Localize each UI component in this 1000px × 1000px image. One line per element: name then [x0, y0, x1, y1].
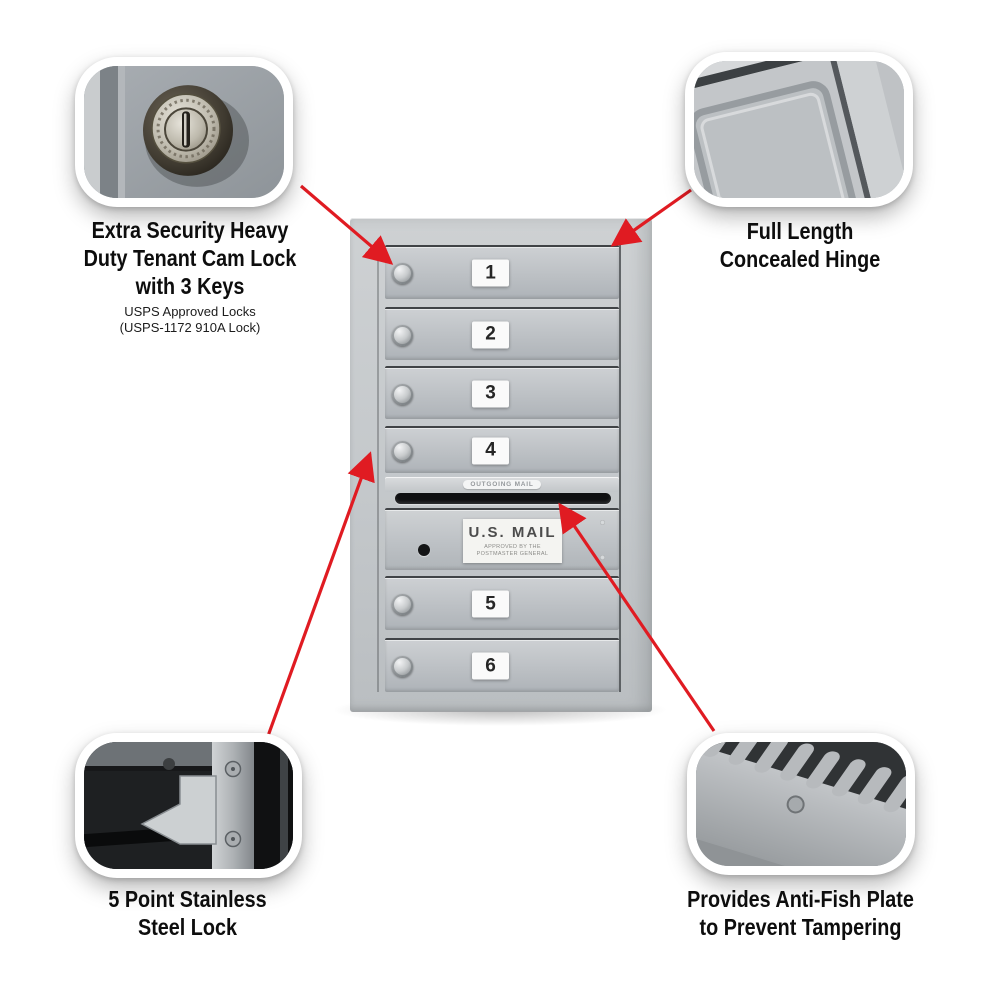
door-lock-icon [392, 440, 413, 462]
mailbox-door-6: 6 [385, 638, 619, 692]
callout-hinge-title: Full Length Concealed Hinge [675, 217, 924, 273]
door-number-label: 3 [472, 380, 509, 407]
callout-cam-lock-title: Extra Security Heavy Duty Tenant Cam Loc… [65, 216, 314, 300]
door-number-label: 2 [472, 321, 509, 348]
subtitle-line: (USPS-1172 910A Lock) [119, 320, 261, 335]
mailbox-door-1: 1 [385, 245, 619, 299]
mailbox-door-2: 2 [385, 307, 619, 360]
mailbox-door-5: 5 [385, 576, 619, 630]
callout-anti-fish-plate: Provides Anti-Fish Plate to Prevent Tamp… [628, 885, 973, 941]
anti-fish-plate-photo [687, 733, 915, 875]
outgoing-mail-slot [395, 493, 611, 504]
door-column: 1 2 3 4 OUTGOING MAIL U.S. MAIL [385, 245, 619, 692]
cam-lock-illustration [84, 66, 284, 198]
title-line: Full Length [746, 218, 854, 244]
callout-cam-lock-subtitle: USPS Approved Locks (USPS-1172 910A Lock… [45, 304, 335, 336]
callout-five-point-lock-title: 5 Point Stainless Steel Lock [61, 885, 315, 941]
placard-title: U.S. MAIL [468, 524, 557, 541]
door-lock-icon [392, 263, 413, 284]
screw-icon [600, 520, 605, 525]
door-lock-icon [392, 324, 413, 346]
title-line: with 3 Keys [135, 273, 245, 299]
title-line: Steel Lock [138, 914, 237, 940]
callout-anti-fish-plate-title: Provides Anti-Fish Plate to Prevent Tamp… [652, 885, 949, 941]
door-number-label: 4 [472, 437, 509, 464]
master-lock-hole-icon [418, 544, 430, 556]
five-point-lock-illustration [84, 742, 293, 869]
title-line: Extra Security Heavy [91, 217, 289, 243]
frame-seam-right-hinge [619, 244, 621, 692]
title-line: Concealed Hinge [719, 246, 881, 272]
placard-subtitle: APPROVED BY THE POSTMASTER GENERAL [476, 544, 549, 557]
title-line: to Prevent Tampering [699, 914, 902, 940]
us-mail-placard: U.S. MAIL APPROVED BY THE POSTMASTER GEN… [463, 519, 562, 563]
door-lock-icon [392, 594, 413, 615]
screw-icon [600, 555, 605, 560]
callout-five-point-lock: 5 Point Stainless Steel Lock [40, 885, 335, 941]
cam-lock-photo [75, 57, 293, 207]
outgoing-mail-strip: OUTGOING MAIL [385, 477, 619, 492]
mailbox-door-4: 4 [385, 426, 619, 473]
door-number-label: 1 [472, 259, 509, 287]
frame-seam-left [377, 244, 379, 692]
door-number-label: 5 [472, 590, 509, 618]
outgoing-mail-label: OUTGOING MAIL [463, 480, 541, 489]
master-access-door: U.S. MAIL APPROVED BY THE POSTMASTER GEN… [385, 508, 619, 570]
callout-hinge: Full Length Concealed Hinge [655, 217, 945, 273]
subtitle-line: USPS Approved Locks [124, 304, 256, 319]
five-point-lock-photo [75, 733, 302, 878]
mailbox-unit: 1 2 3 4 OUTGOING MAIL U.S. MAIL [350, 218, 652, 712]
door-lock-icon [392, 656, 413, 677]
title-line: 5 Point Stainless [108, 886, 267, 912]
callout-cam-lock: Extra Security Heavy Duty Tenant Cam Loc… [45, 216, 335, 336]
mailbox-door-3: 3 [385, 366, 619, 419]
title-line: Provides Anti-Fish Plate [687, 886, 914, 912]
hinge-illustration [694, 61, 904, 198]
title-line: Duty Tenant Cam Lock [83, 245, 297, 271]
door-lock-icon [392, 383, 413, 405]
concealed-hinge-photo [685, 52, 913, 207]
anti-fish-plate-illustration [696, 742, 906, 866]
door-number-label: 6 [472, 652, 509, 680]
